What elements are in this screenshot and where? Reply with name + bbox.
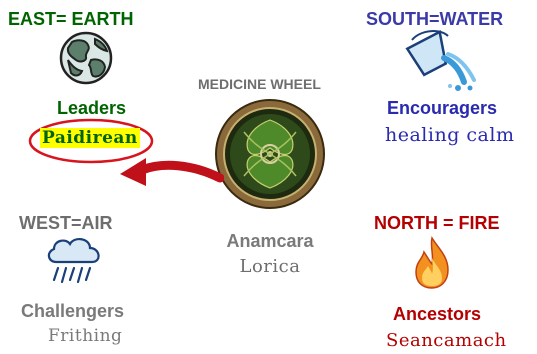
east-direction-label: EAST= EARTH: [8, 9, 134, 30]
flame-icon: [412, 236, 452, 290]
north-role-label: Ancestors: [393, 304, 481, 325]
medicine-wheel-title: MEDICINE WHEEL: [198, 76, 321, 92]
south-direction-label: SOUTH=WATER: [366, 9, 503, 30]
east-celtic-word: Paidirean: [40, 128, 140, 148]
west-role-label: Challengers: [21, 301, 124, 322]
water-pail-icon: [400, 28, 480, 94]
north-direction-label: NORTH = FIRE: [374, 213, 500, 234]
curved-arrow: [112, 150, 224, 200]
celtic-tree-of-life-icon: [214, 98, 326, 210]
south-celtic-word: healing calm: [385, 124, 514, 146]
south-role-label: Encouragers: [387, 98, 497, 119]
storm-cloud-icon: [44, 234, 104, 290]
west-direction-label: WEST=AIR: [19, 213, 113, 234]
anamcara-label: Anamcara: [218, 231, 322, 252]
center-celtic-word: Lorica: [218, 256, 322, 277]
globe-icon: [58, 30, 114, 86]
north-celtic-word: Seancamach: [386, 330, 507, 351]
west-celtic-word: Frithing: [48, 326, 122, 346]
